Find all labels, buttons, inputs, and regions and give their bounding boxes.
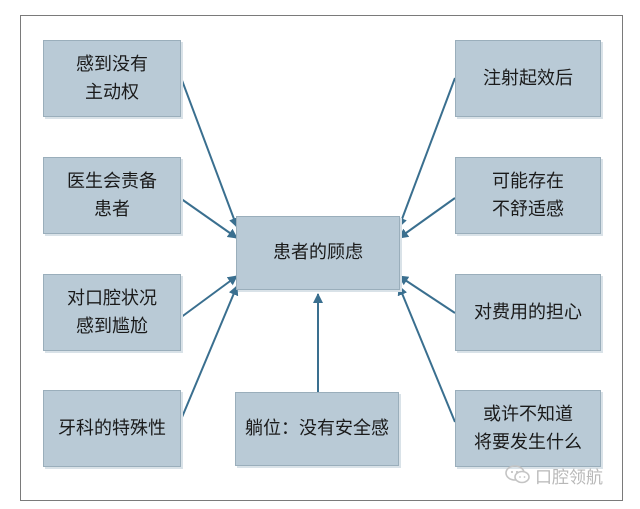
right-box-1: 注射起效后: [455, 40, 601, 117]
left-box-1: 感到没有 主动权: [43, 40, 181, 117]
right-box-3: 对费用的担心: [455, 274, 601, 351]
arrow-left-2: [179, 197, 238, 239]
arrow-right-2: [398, 197, 456, 239]
watermark: 口腔领航: [505, 462, 603, 488]
left-box-2: 医生会责备 患者: [43, 157, 181, 234]
arrow-right-3: [398, 275, 456, 314]
left-box-3: 对口腔状况 感到尴尬: [43, 274, 181, 351]
bottom-box: 躺位：没有安全感: [235, 392, 399, 466]
arrow-left-4: [179, 285, 239, 423]
arrow-right-4: [397, 285, 456, 423]
left-box-4: 牙科的特殊性: [43, 390, 181, 467]
diagram-frame: [20, 15, 623, 501]
arrow-left-3: [179, 275, 238, 319]
arrow-left-1: [179, 74, 239, 228]
right-box-4: 或许不知道 将要发生什么: [455, 390, 601, 467]
watermark-text: 口腔领航: [535, 467, 603, 488]
center-box: 患者的顾虑: [236, 216, 400, 290]
wechat-icon: [505, 465, 530, 484]
right-box-2: 可能存在 不舒适感: [455, 157, 601, 234]
arrow-right-1: [397, 77, 456, 228]
